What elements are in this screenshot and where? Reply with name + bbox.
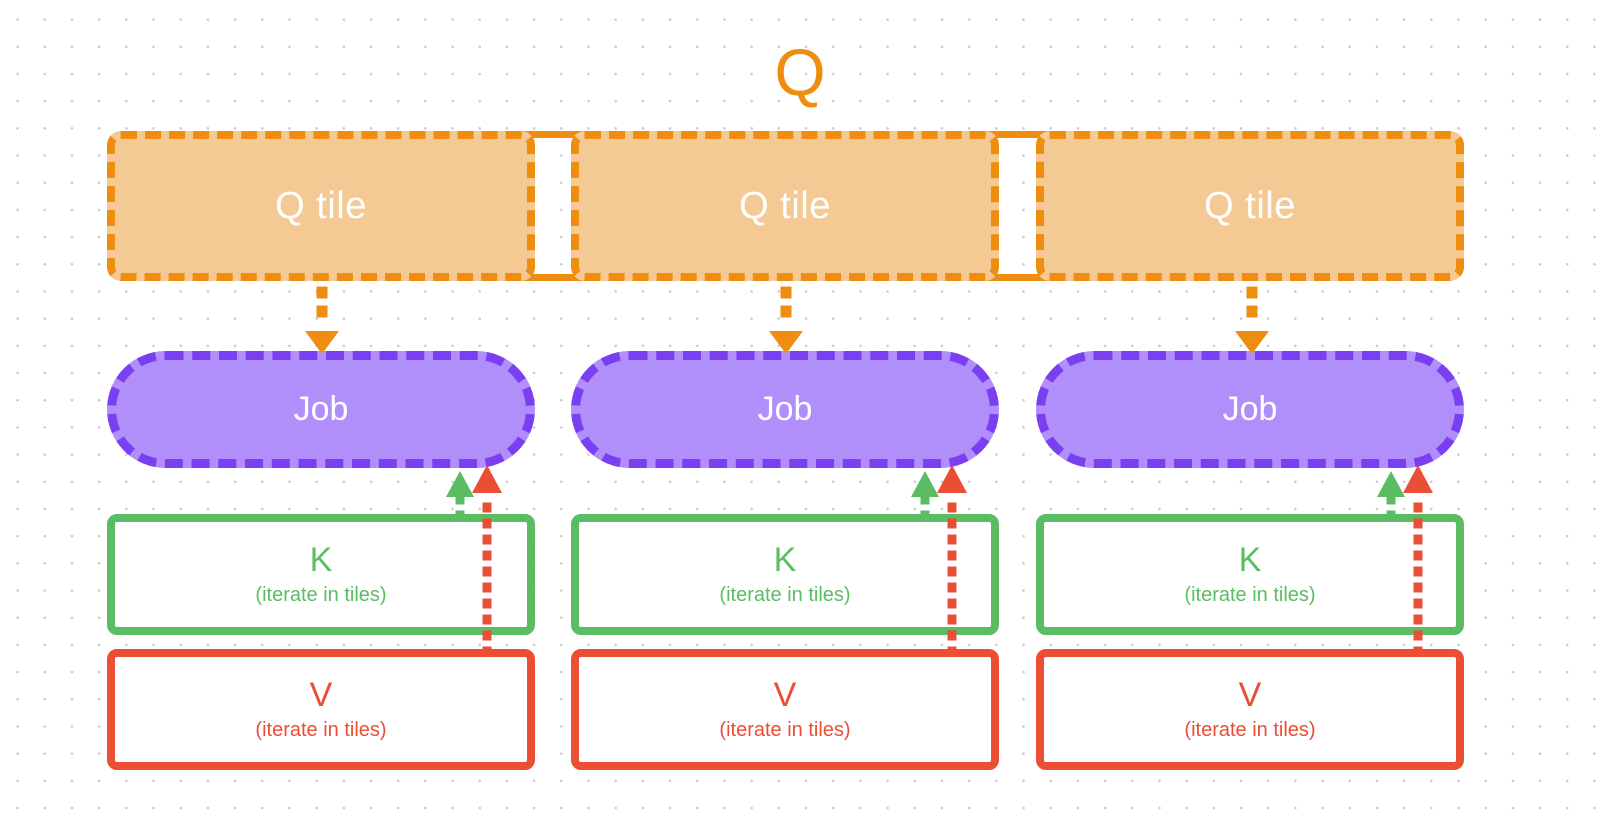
v-sublabel: (iterate in tiles) [1184, 719, 1316, 741]
k-label: K [1238, 541, 1262, 579]
v-box-2[interactable]: V (iterate in tiles) [1036, 649, 1464, 770]
k-box-0[interactable]: K (iterate in tiles) [107, 514, 535, 635]
arrow-k-to-job-1 [911, 471, 939, 521]
arrow-q-to-job-1 [769, 286, 803, 354]
job-node-2[interactable]: Job [1036, 351, 1464, 468]
job-node-1[interactable]: Job [571, 351, 999, 468]
v-box-0[interactable]: V (iterate in tiles) [107, 649, 535, 770]
v-label: V [309, 676, 333, 714]
v-label: V [1238, 676, 1262, 714]
v-label: V [773, 676, 797, 714]
k-sublabel: (iterate in tiles) [1184, 584, 1316, 606]
q-tile-label: Q tile [739, 184, 831, 227]
q-tile-label: Q tile [1204, 184, 1296, 227]
job-node-0[interactable]: Job [107, 351, 535, 468]
arrow-q-to-job-0 [305, 286, 339, 354]
job-label: Job [293, 390, 349, 428]
k-label: K [773, 541, 797, 579]
page-title: Q [774, 35, 826, 109]
arrow-k-to-job-0 [446, 471, 474, 521]
arrow-k-to-job-2 [1377, 471, 1405, 521]
v-sublabel: (iterate in tiles) [719, 719, 851, 741]
k-box-1[interactable]: K (iterate in tiles) [571, 514, 999, 635]
v-sublabel: (iterate in tiles) [255, 719, 387, 741]
q-tile-2[interactable]: Q tile [1036, 131, 1464, 281]
job-label: Job [757, 390, 813, 428]
arrow-q-to-job-2 [1235, 286, 1269, 354]
q-tile-label: Q tile [275, 184, 367, 227]
q-tile-0[interactable]: Q tile [107, 131, 535, 281]
k-box-2[interactable]: K (iterate in tiles) [1036, 514, 1464, 635]
k-sublabel: (iterate in tiles) [719, 584, 851, 606]
job-label: Job [1222, 390, 1278, 428]
k-sublabel: (iterate in tiles) [255, 584, 387, 606]
q-tile-1[interactable]: Q tile [571, 131, 999, 281]
v-box-1[interactable]: V (iterate in tiles) [571, 649, 999, 770]
k-label: K [309, 541, 333, 579]
